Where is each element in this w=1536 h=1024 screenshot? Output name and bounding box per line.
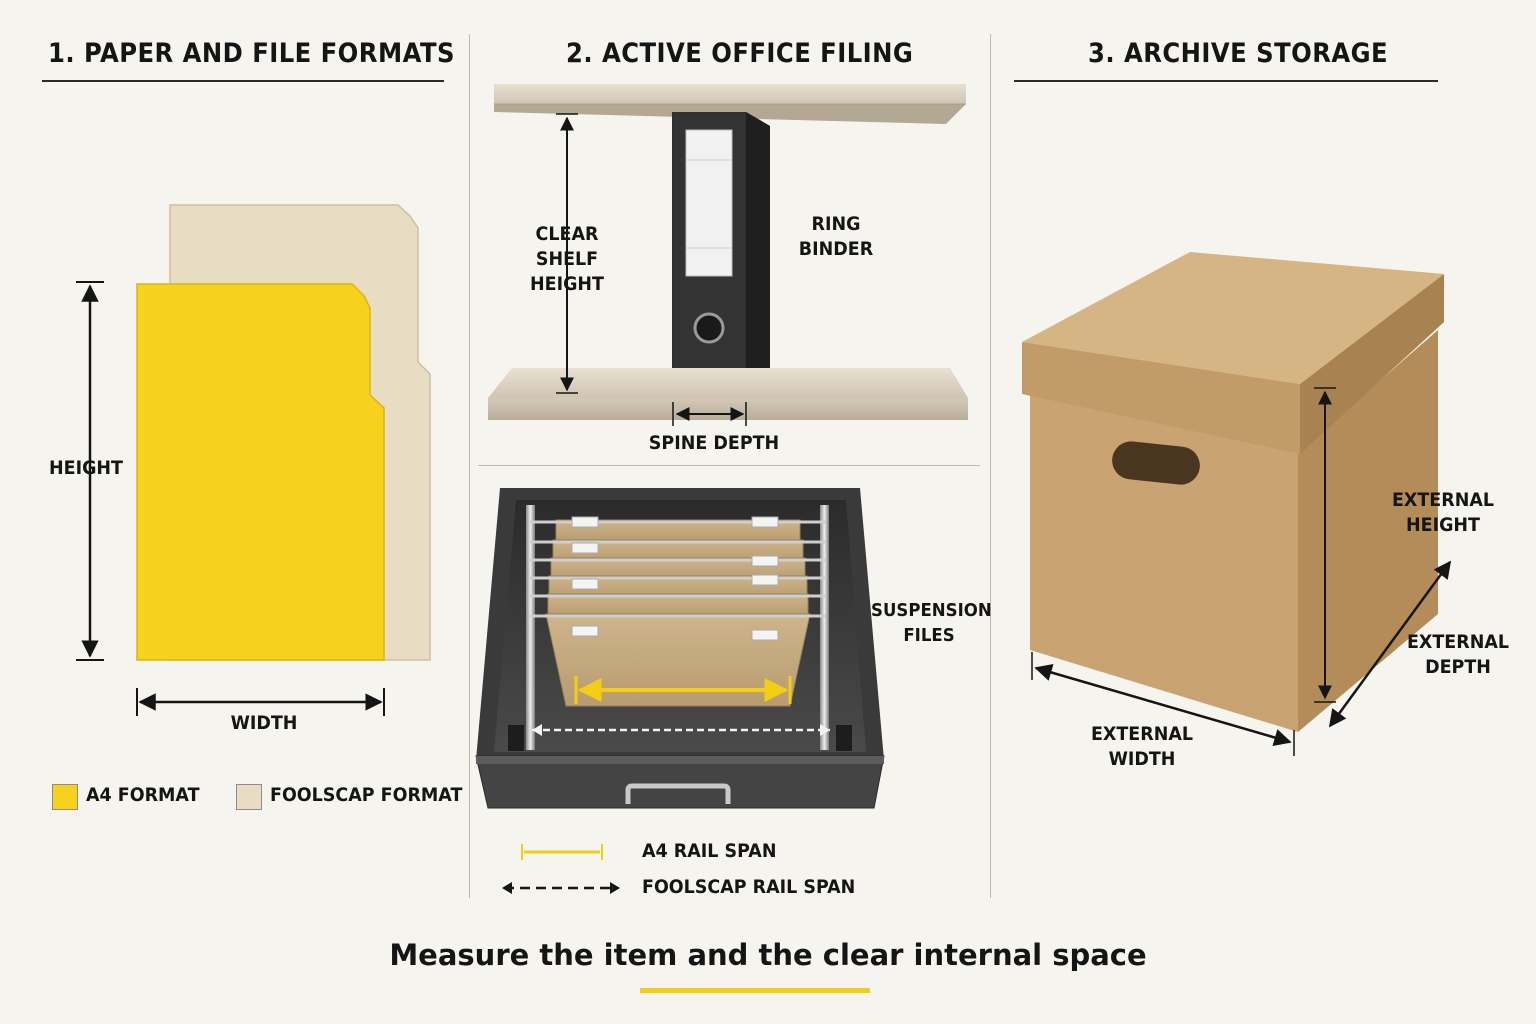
section-rule-formats [42,80,444,82]
divider-right [990,34,991,898]
clear-shelf-height-label: CLEAR SHELF HEIGHT [529,223,604,295]
legend-label-a4: A4 FORMAT [86,784,200,806]
legend-label-foolscap: FOOLSCAP FORMAT [270,784,463,806]
lower-shelf [488,368,968,420]
binder-finger-hole [693,312,725,344]
section-title-archive: 3. ARCHIVE STORAGE [1088,38,1389,69]
caption: Measure the item and the clear internal … [389,938,1147,972]
suspension-files-label: SUSPENSION FILES [871,600,992,646]
ring-binder-label: RING BINDER [798,213,874,260]
format-width-label: WIDTH [230,712,298,734]
suspension-files [530,516,826,707]
external-depth-label: EXTERNAL DEPTH [1406,631,1510,678]
external-depth-arrow [1328,560,1452,728]
legend-swatch-a4 [52,784,78,810]
drawer-handle [625,783,731,804]
a4-folder [136,283,385,661]
drawer-front [475,755,885,809]
foolscap-rail-span-label: FOOLSCAP RAIL SPAN [642,876,856,898]
ring-binder [672,112,770,394]
section-title-active-filing: 2. ACTIVE OFFICE FILING [566,38,914,69]
divider-left [469,34,470,898]
archive-box-handle-hole [1112,441,1200,485]
a4-rail-span-label: A4 RAIL SPAN [642,840,777,862]
caption-underline [640,988,870,993]
section-title-formats: 1. PAPER AND FILE FORMATS [48,38,455,69]
archive-box [1022,252,1444,732]
format-height-label: HEIGHT [48,457,123,479]
external-width-arrow [1034,664,1292,746]
external-width-label: EXTERNAL WIDTH [1090,723,1194,770]
spine-depth-label: SPINE DEPTH [648,432,780,454]
external-height-label: EXTERNAL HEIGHT [1391,489,1495,536]
legend-swatch-foolscap [236,784,262,810]
section-rule-archive [1014,80,1438,82]
divider-middle-horizontal [478,465,980,466]
